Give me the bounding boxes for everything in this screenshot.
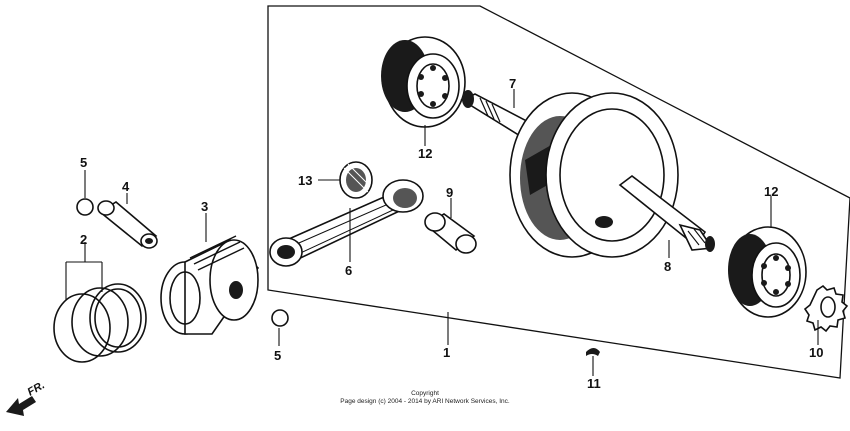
callout-10: 10: [809, 345, 823, 360]
callout-3: 3: [201, 199, 208, 214]
callout-12-lower: 12: [764, 184, 778, 199]
assembly-boundary: [267, 5, 850, 379]
leader-lines: [65, 89, 819, 376]
bearing-right: [728, 226, 807, 318]
callout-7: 7: [509, 76, 516, 91]
needle-bearing: [339, 161, 373, 199]
circlip-upper: [76, 198, 94, 216]
copyright-title: Copyright: [411, 390, 439, 397]
callout-8: 8: [664, 259, 671, 274]
callout-4: 4: [122, 179, 130, 194]
callout-5-upper: 5: [80, 155, 87, 170]
piston: [160, 235, 260, 335]
piston-rings: [53, 283, 147, 363]
bearing-top: [381, 36, 466, 128]
callout-5-lower: 5: [274, 348, 281, 363]
front-direction-arrow: [6, 396, 36, 416]
callout-numbers: 1 2 3 4 5 5 6 7 8 9 10 11 12 12 13: [80, 76, 823, 391]
connecting-rod: [269, 179, 424, 267]
callout-11: 11: [587, 376, 601, 391]
callout-2: 2: [80, 232, 87, 247]
piston-pin: [97, 200, 158, 249]
callout-6: 6: [345, 263, 352, 278]
front-direction-label: FR.: [26, 379, 47, 398]
sprocket: [803, 284, 849, 333]
copyright-notice: Page design (c) 2004 - 2014 by ARI Netwo…: [340, 398, 510, 405]
crank-pin: [424, 212, 477, 254]
circlip-lower: [271, 309, 289, 327]
crankshaft: [460, 90, 715, 258]
woodruff-key: [586, 348, 600, 356]
callout-13: 13: [298, 173, 312, 188]
callout-1: 1: [443, 345, 450, 360]
callout-9: 9: [446, 185, 453, 200]
callout-12-upper: 12: [418, 146, 432, 161]
